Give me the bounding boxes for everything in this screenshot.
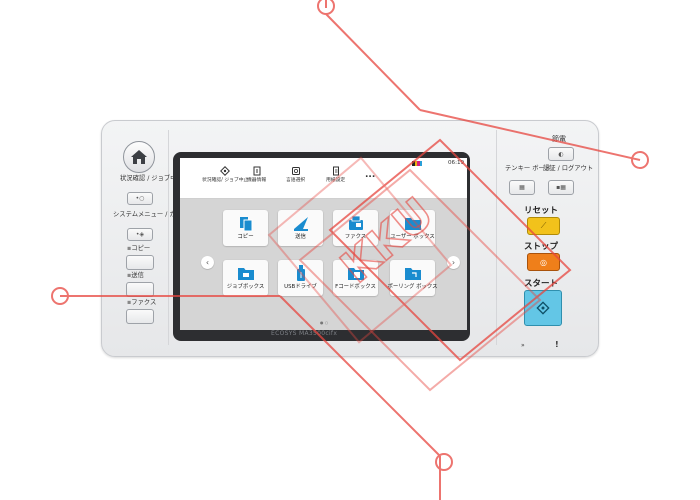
usb-drive-icon: [296, 265, 305, 281]
topbar-status-job-cancel[interactable]: 状況確認/ ジョブ中止: [202, 166, 248, 184]
auth-logout-label: 認証 / ログアウト: [543, 165, 594, 172]
reset-button[interactable]: ⟋: [527, 217, 560, 235]
tile-user-box[interactable]: ユーザー ボックス: [390, 210, 435, 246]
tile-fax[interactable]: ファクス: [333, 210, 378, 246]
copy-icon: [239, 217, 252, 232]
send-key-led-icon: ▪: [127, 272, 132, 279]
send-key-button[interactable]: [126, 282, 154, 297]
auth-logout-button[interactable]: ▪▦: [548, 180, 574, 195]
paper-settings-icon: [332, 166, 339, 176]
model-name: ECOSYS MA3500cifx: [271, 330, 338, 337]
tile-job-box[interactable]: ジョブボックス: [223, 260, 268, 296]
screen-top-bar: 06:19 状況確認/ ジョブ中止 機器情報 言語選択 用紙設定 ...: [180, 158, 467, 199]
tile-polling-box-label: ポーリング ボックス: [387, 284, 438, 290]
next-page-arrow[interactable]: ›: [447, 256, 460, 269]
home-icon: [131, 150, 147, 164]
tile-send-label: 送信: [295, 234, 306, 240]
reset-icon: ⟋: [540, 221, 547, 230]
tenkey-label: テンキー ボード: [505, 165, 552, 172]
tenkey-button[interactable]: ▦: [509, 180, 535, 195]
keypad-icon: ▦: [519, 184, 525, 191]
topbar-more[interactable]: ...: [365, 170, 376, 180]
prev-page-arrow[interactable]: ‹: [201, 256, 214, 269]
stop-icon: ◎: [540, 257, 547, 267]
status-job-cancel-label: 状況確認 / ジョブ中止: [120, 175, 183, 182]
reset-label: リセット: [524, 206, 559, 216]
tile-polling-box[interactable]: ポーリング ボックス: [387, 260, 438, 296]
tile-fcode-box-label: Fコードボックス: [335, 284, 376, 290]
tile-fax-label: ファクス: [344, 234, 367, 240]
status-icon: •○: [135, 195, 145, 202]
copy-key-label: ▪コピー: [127, 245, 151, 252]
topbar-language-label: 言語選択: [286, 178, 306, 183]
touch-screen[interactable]: 06:19 状況確認/ ジョブ中止 機器情報 言語選択 用紙設定 ... ‹ ›…: [180, 158, 467, 330]
fax-key-led-icon: ▪: [127, 299, 132, 306]
system-menu-counter-button[interactable]: •◈: [127, 228, 153, 241]
tile-usb-drive[interactable]: USBドライブ: [278, 260, 323, 296]
fax-key-label: ▪ファクス: [127, 299, 157, 306]
topbar-status-label: 状況確認/ ジョブ中止: [202, 178, 249, 183]
fcode-box-icon: [347, 268, 364, 280]
status-diamond-icon: [220, 166, 231, 176]
power-save-button[interactable]: ◐: [548, 147, 574, 161]
system-menu-counter-label: システムメニュー / カウンター: [113, 211, 201, 218]
tile-send[interactable]: 送信: [278, 210, 323, 246]
topbar-language[interactable]: 言語選択: [286, 166, 305, 184]
start-button[interactable]: [524, 290, 562, 326]
left-key-column: [112, 130, 169, 345]
start-label: スタート: [524, 279, 559, 289]
user-box-icon: [404, 218, 421, 230]
tile-copy[interactable]: コピー: [223, 210, 268, 246]
send-icon: [293, 217, 308, 231]
more-icon: ...: [365, 170, 376, 180]
tile-job-box-label: ジョブボックス: [226, 284, 265, 290]
chevron-right-icon: ›: [451, 258, 456, 267]
copy-key-button[interactable]: [126, 255, 154, 270]
tile-user-box-label: ユーザー ボックス: [390, 234, 435, 240]
status-job-cancel-button[interactable]: •○: [127, 192, 153, 205]
chevron-left-icon: ‹: [205, 258, 210, 267]
stop-button[interactable]: ◎: [527, 253, 560, 271]
device-info-icon: [253, 166, 261, 176]
fax-icon: [348, 215, 363, 230]
page-indicator: ● ○: [320, 320, 329, 325]
topbar-device-info[interactable]: 機器情報: [247, 166, 266, 184]
job-box-icon: [237, 268, 254, 280]
language-icon: [291, 167, 300, 175]
home-button[interactable]: [123, 141, 155, 173]
send-key-label: ▪送信: [127, 272, 144, 279]
topbar-device-info-label: 機器情報: [247, 178, 267, 183]
start-diamond-icon: [536, 301, 550, 315]
attention-indicator: !: [555, 340, 559, 349]
stop-label: ストップ: [524, 242, 559, 252]
clock-time: 06:19: [448, 160, 465, 166]
data-indicator-icon: »: [521, 342, 525, 349]
system-menu-icon: •◈: [135, 231, 145, 238]
moon-icon: ◐: [558, 150, 564, 158]
login-icon: ▪▦: [556, 184, 566, 191]
polling-box-icon: [404, 268, 421, 280]
power-save-label: 節電: [552, 135, 566, 143]
topbar-paper-settings-label: 用紙設定: [326, 178, 346, 183]
fax-key-button[interactable]: [126, 309, 154, 324]
tile-usb-drive-label: USBドライブ: [284, 284, 317, 290]
status-color-indicator: [412, 161, 422, 166]
topbar-paper-settings[interactable]: 用紙設定: [326, 166, 345, 184]
copy-key-led-icon: ▪: [127, 245, 132, 252]
tile-fcode-box[interactable]: Fコードボックス: [333, 260, 378, 296]
tile-copy-label: コピー: [237, 234, 254, 240]
